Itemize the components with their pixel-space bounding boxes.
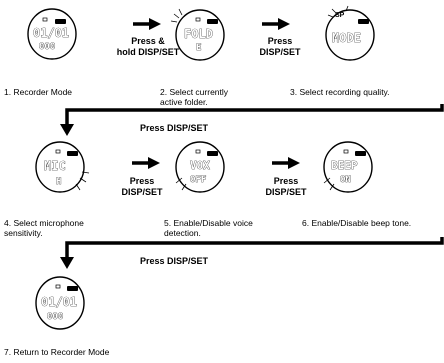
- recorder-display-3: SP MODE: [325, 5, 375, 61]
- recorder-display-1: 01/01 000: [27, 8, 77, 60]
- arrow-step1-to-step2: [133, 18, 161, 30]
- recorder-display-5: VOX OFF: [175, 141, 225, 193]
- step-3-caption: 3. Select recording quality.: [290, 87, 390, 97]
- display-5-line2: OFF: [190, 175, 206, 185]
- display-3-badge: SP: [335, 12, 345, 19]
- recorder-display-2: FOLD E: [170, 8, 225, 61]
- display-2-line2: E: [196, 43, 201, 53]
- connector-row1-to-row2: [60, 104, 444, 136]
- step-6-caption: 6. Enable/Disable beep tone.: [302, 218, 412, 228]
- display-2-line1: FOLD: [184, 27, 213, 41]
- step-4-caption: 4. Select microphone sensitivity.: [4, 218, 84, 238]
- arrow-step5-to-step6: [272, 157, 300, 169]
- recorder-display-7: 01/01 000: [35, 276, 85, 330]
- action-label-press-5: Press DISP/SET: [265, 176, 307, 197]
- step-2-caption: 2. Select currently active folder.: [160, 87, 229, 107]
- display-6-line1: BEEP: [331, 159, 358, 172]
- display-3-line1: MODE: [332, 31, 361, 45]
- action-label-press-4: Press DISP/SET: [121, 176, 163, 197]
- connector-label-1: Press DISP/SET: [140, 123, 209, 133]
- step-1-caption: 1. Recorder Mode: [4, 87, 73, 97]
- recorder-display-4: MIC H: [35, 141, 90, 193]
- recorder-display-6: BEEP ON: [323, 141, 373, 193]
- display-4-line1: MIC: [44, 159, 66, 173]
- arrow-step2-to-step3: [262, 18, 290, 30]
- display-1-line2: 000: [39, 42, 55, 52]
- display-1-line1: 01/01: [33, 26, 69, 40]
- display-7-line2: 000: [47, 312, 63, 322]
- display-5-line1: VOX: [190, 159, 210, 172]
- action-label-press-2: Press DISP/SET: [259, 36, 301, 57]
- step-7-caption: 7. Return to Recorder Mode: [4, 347, 110, 357]
- display-6-line2: ON: [340, 175, 351, 185]
- arrow-step4-to-step5: [132, 157, 160, 169]
- connector-row2-to-row3: [60, 237, 444, 269]
- action-label-hold-1: Press & hold DISP/SET: [116, 36, 180, 57]
- display-7-line1: 01/01: [41, 295, 77, 309]
- display-4-line2: H: [56, 177, 61, 187]
- connector-label-2: Press DISP/SET: [140, 256, 209, 266]
- step-5-caption: 5. Enable/Disable voice detection.: [164, 218, 253, 238]
